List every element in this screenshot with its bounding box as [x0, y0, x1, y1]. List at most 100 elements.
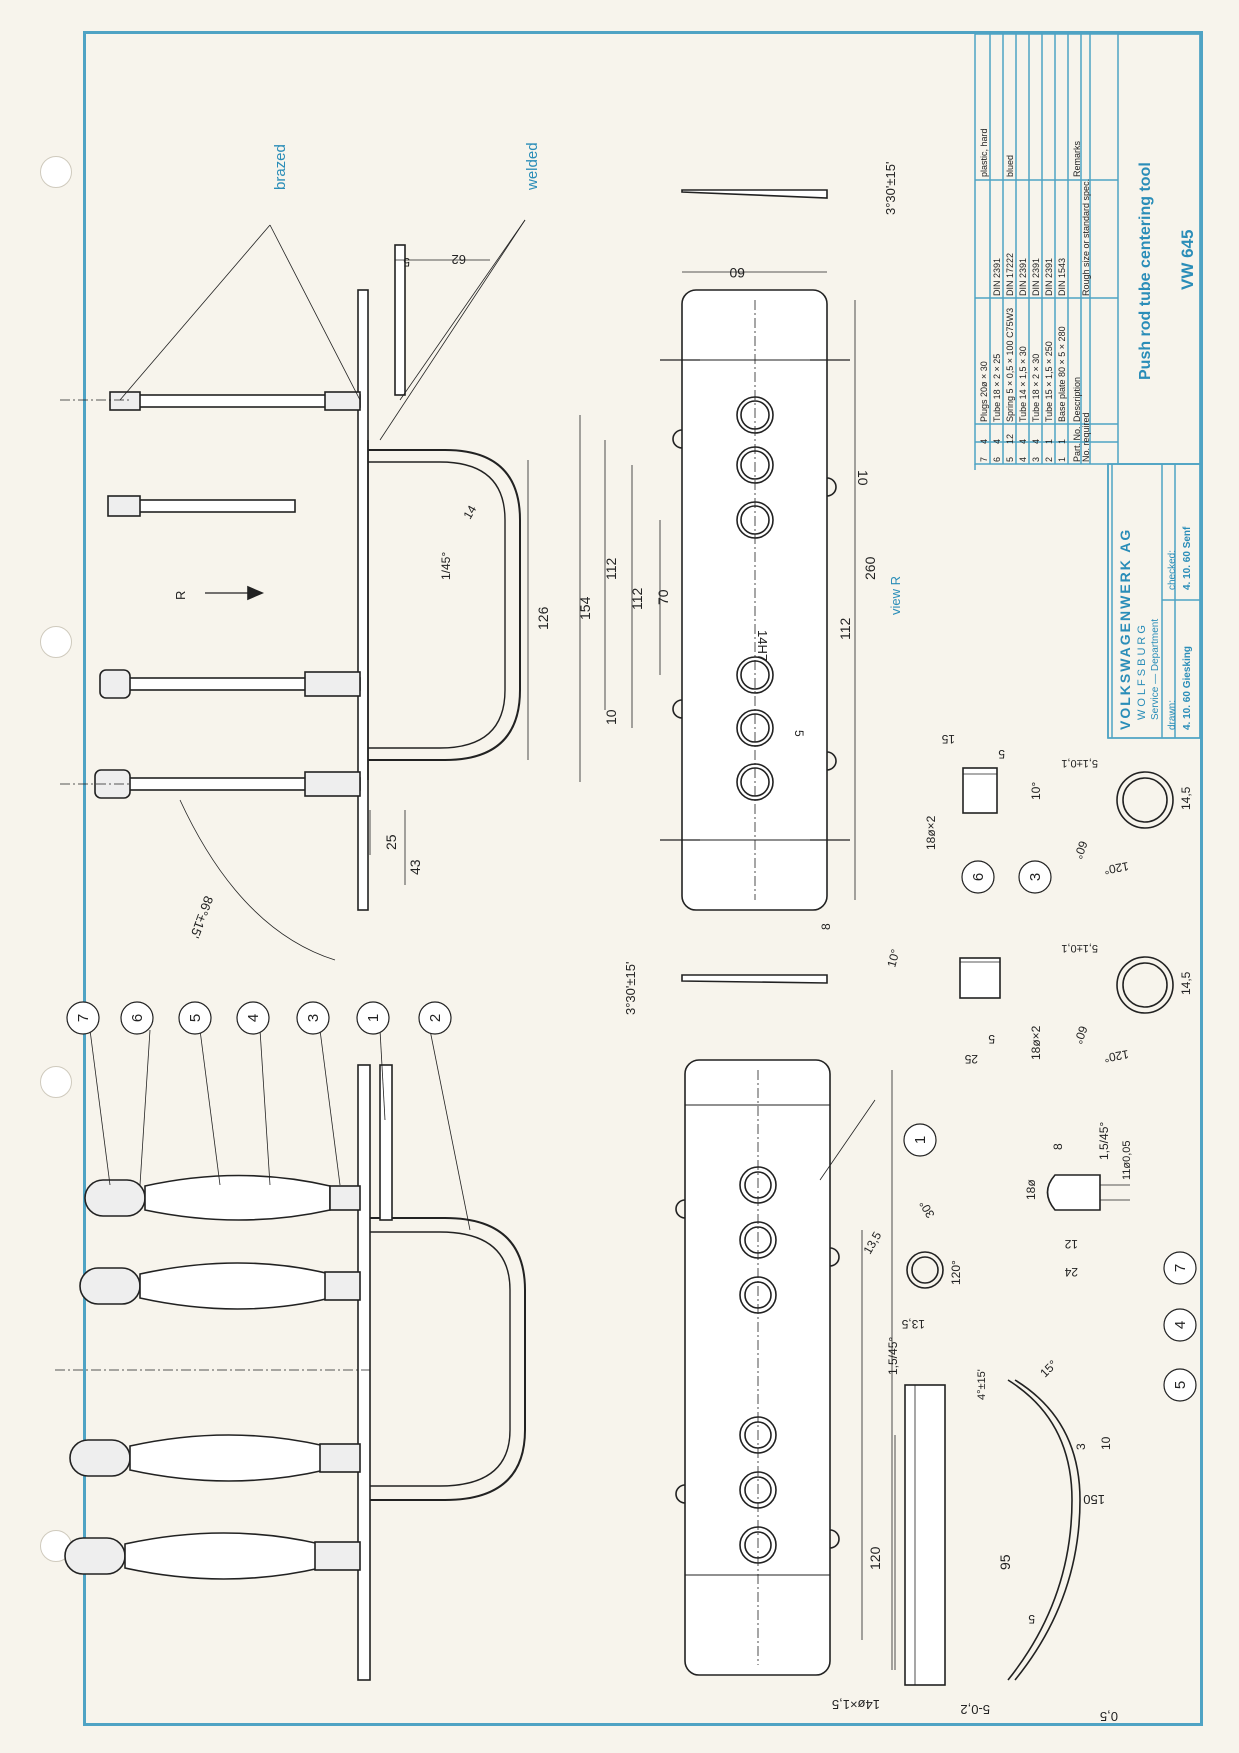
parts-row-4-qty: 4	[1018, 439, 1028, 444]
dim-60deg-b: 60°	[1071, 1024, 1090, 1046]
dim-14h7: 14H7	[755, 630, 770, 661]
drawing-frame	[83, 31, 1203, 1726]
dim-5b: 5	[792, 730, 806, 737]
company-city: WOLFSBURG	[1136, 622, 1148, 720]
dim-10deg-b: 10°	[884, 947, 902, 968]
title-block	[974, 33, 1201, 739]
dim-25: 25	[383, 834, 399, 850]
dim-62: 62	[452, 252, 466, 267]
dim-3-30b: 3°30'±15'	[623, 962, 638, 1015]
label-view-r: view R	[888, 576, 903, 615]
header-description: Description	[1072, 377, 1082, 422]
drawn-value: 4. 10. 60 Giesking	[1182, 646, 1193, 730]
dim-14x1-5: 14ø×1,5	[832, 1697, 880, 1712]
base-plate-top	[675, 1059, 1081, 1686]
dim-260: 260	[862, 556, 878, 580]
dim-3: 3	[1074, 1443, 1088, 1450]
balloon-5-lower: 5	[1172, 1381, 1189, 1389]
dim-13-5a: 13,5	[860, 1229, 884, 1257]
company-box: VOLKSWAGENWERK AG WOLFSBURG Service — De…	[1117, 526, 1200, 730]
dim-154: 154	[577, 596, 593, 620]
dim-3-30a: 3°30'±15'	[883, 162, 898, 215]
tube-details	[959, 767, 1174, 1014]
balloon-5: 5	[187, 1014, 204, 1022]
parts-row-3-desc: Tube 18 × 2 × 30	[1031, 354, 1041, 422]
dim-14: 14	[460, 503, 479, 522]
balloon-4: 4	[245, 1014, 262, 1022]
dim-12: 12	[1064, 1237, 1078, 1251]
parts-row-3-qty: 4	[1031, 439, 1041, 444]
dim-5-1a: 5,1±0,1	[1061, 757, 1098, 769]
dim-112a: 112	[603, 557, 619, 580]
dim-86: 86°±15'	[187, 894, 216, 940]
dim-18x2-b: 18ø×2	[1029, 1025, 1043, 1060]
parts-row-7-part: 7	[979, 457, 989, 462]
dim-14-5a: 14,5	[1179, 786, 1193, 810]
balloon-3-detail: 3	[1027, 873, 1044, 881]
dim-0-5: 0,5	[1100, 1709, 1118, 1724]
dim-10a: 10	[603, 709, 619, 725]
dim-60: 60	[729, 265, 745, 281]
balloon-4-lower: 4	[1172, 1321, 1189, 1329]
dim-5-02: 5-0,2	[960, 1702, 990, 1717]
dim-112c: 112	[837, 617, 853, 640]
parts-row-6-qty: 4	[992, 439, 1002, 444]
assembly-view-lower	[55, 1029, 526, 1681]
balloon-1: 1	[365, 1014, 382, 1022]
dim-150: 150	[1083, 1492, 1105, 1507]
parts-row-3-part: 3	[1031, 457, 1041, 462]
parts-row-7-qty: 4	[979, 439, 989, 444]
punch-hole	[40, 1530, 72, 1562]
parts-row-4-part: 4	[1018, 457, 1028, 462]
dim-8b: 8	[1051, 1143, 1065, 1150]
dim-120deg-a: 120°	[1103, 859, 1130, 877]
dim-1-5-45a: 1,5/45°	[1097, 1122, 1111, 1160]
parts-list: 7 4 Plugs 20ø × 30 plastic, hard 6 4 Tub…	[979, 128, 1197, 462]
label-welded: welded	[524, 142, 541, 191]
dim-13-5b: 13,5	[901, 1317, 925, 1331]
parts-row-2-part: 2	[1044, 457, 1054, 462]
label-brazed: brazed	[272, 144, 289, 190]
dim-1-45: 1/45°	[439, 552, 453, 580]
dim-5-1b: 5,1±0,1	[1061, 942, 1098, 954]
punch-hole	[40, 156, 72, 188]
dim-70: 70	[655, 589, 671, 605]
checked-label: checked:	[1167, 550, 1178, 590]
parts-row-2-qty: 1	[1044, 439, 1054, 444]
company-department: Service — Department	[1150, 619, 1161, 720]
tool-number: VW 645	[1178, 230, 1197, 290]
header-part-no: Part. No.	[1072, 426, 1082, 462]
dim-11: 11ø0,05	[1121, 1140, 1133, 1180]
base-plate-view-r	[579, 189, 856, 984]
balloon-7: 7	[75, 1014, 92, 1022]
parts-row-5-part: 5	[1005, 457, 1015, 462]
parts-row-3-spec: DIN 2391	[1031, 258, 1041, 296]
punch-hole	[40, 1066, 72, 1098]
balloon-1-lower: 1	[912, 1136, 929, 1144]
parts-row-2-spec: DIN 2391	[1044, 258, 1054, 296]
balloon-6-detail: 6	[970, 873, 987, 881]
dim-30deg: 30°	[916, 1198, 937, 1221]
dim-1-5-45b: 1,5/45°	[886, 1337, 900, 1375]
balloon-3: 3	[305, 1014, 322, 1022]
label-arrow-r: R	[173, 591, 188, 600]
checked-value: 4. 10. 60 Senf	[1182, 526, 1193, 590]
parts-row-7-remarks: plastic, hard	[979, 128, 989, 177]
parts-row-6-desc: Tube 18 × 2 × 25	[992, 354, 1002, 422]
dim-5e: 5	[1028, 1612, 1035, 1626]
dim-5a: 5	[403, 255, 410, 269]
balloon-6: 6	[129, 1014, 146, 1022]
parts-row-6-spec: DIN 2391	[992, 258, 1002, 296]
dim-10c: 10	[1099, 1436, 1113, 1450]
dim-43: 43	[407, 859, 423, 875]
dim-10b: 10	[855, 470, 871, 486]
dim-95: 95	[997, 1554, 1013, 1570]
dim-10deg-a: 10°	[1029, 782, 1043, 800]
dim-25b: 25	[964, 1052, 978, 1066]
dim-15: 15	[941, 732, 955, 746]
balloons-row	[66, 1001, 452, 1035]
parts-row-6-part: 6	[992, 457, 1002, 462]
dim-18-phi: 18ø	[1024, 1179, 1038, 1200]
dim-120deg-c: 120°	[949, 1260, 963, 1285]
